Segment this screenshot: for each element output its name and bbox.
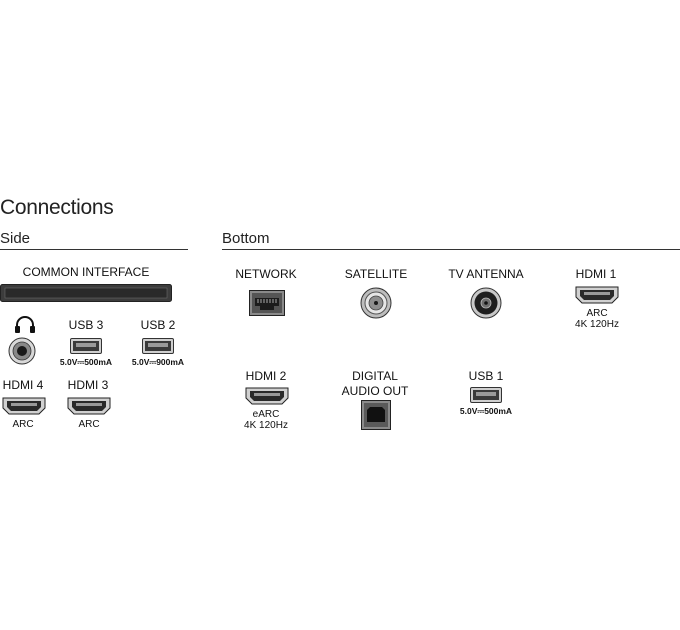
ethernet-port-icon	[249, 290, 285, 316]
bottom-divider	[222, 249, 680, 250]
headphone-jack-icon	[8, 337, 36, 365]
common-interface-label: COMMON INTERFACE	[22, 265, 150, 279]
usb2-label: USB 2	[140, 318, 176, 332]
usb3-label: USB 3	[68, 318, 104, 332]
usb3-port-icon	[70, 338, 102, 354]
usb2-port-icon	[142, 338, 174, 354]
hdmi4-port-icon	[2, 397, 46, 415]
hdmi2-sub-4k: 4K 120Hz	[244, 420, 288, 431]
usb1-label: USB 1	[468, 369, 504, 383]
digital-audio-label-line2: AUDIO OUT	[341, 384, 409, 398]
satellite-connector-icon	[360, 287, 392, 319]
hdmi2-port-icon	[245, 387, 289, 405]
optical-audio-port-icon	[361, 400, 391, 430]
hdmi1-label: HDMI 1	[575, 267, 617, 281]
network-label: NETWORK	[235, 267, 297, 281]
bottom-heading: Bottom	[222, 230, 270, 247]
tv-antenna-label: TV ANTENNA	[448, 267, 524, 281]
side-heading: Side	[0, 230, 31, 247]
headphones-icon	[15, 316, 35, 333]
hdmi4-sub: ARC	[12, 419, 34, 430]
side-divider	[0, 249, 188, 250]
hdmi2-label: HDMI 2	[245, 369, 287, 383]
page-title: Connections	[0, 196, 114, 219]
usb1-port-icon	[470, 387, 502, 403]
hdmi2-sub-earc: eARC	[252, 409, 280, 420]
digital-audio-label-line1: DIGITAL	[352, 369, 398, 383]
hdmi4-label: HDMI 4	[2, 378, 44, 392]
hdmi1-sub-4k: 4K 120Hz	[575, 319, 619, 330]
usb2-spec: 5.0V⎓900mA	[131, 357, 185, 367]
hdmi1-sub-arc: ARC	[586, 308, 608, 319]
hdmi3-sub: ARC	[78, 419, 100, 430]
usb3-spec: 5.0V⎓500mA	[59, 357, 113, 367]
satellite-label: SATELLITE	[344, 267, 408, 281]
usb1-spec: 5.0V⎓500mA	[459, 406, 513, 416]
common-interface-slot-icon	[0, 284, 172, 302]
tv-antenna-connector-icon	[470, 287, 502, 319]
hdmi1-port-icon	[575, 286, 619, 304]
hdmi3-label: HDMI 3	[67, 378, 109, 392]
hdmi3-port-icon	[67, 397, 111, 415]
